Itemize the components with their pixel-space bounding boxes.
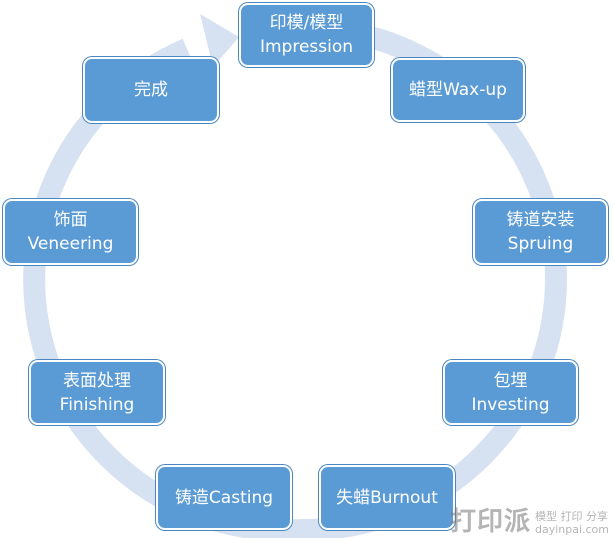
step-spruing: 铸道安装 Spruing <box>473 199 608 265</box>
step-finishing-en: Finishing <box>59 394 135 415</box>
step-burnout: 失蜡Burnout <box>319 465 455 530</box>
step-investing-en: Investing <box>471 394 550 415</box>
watermark-logo: 打印派 <box>449 507 531 537</box>
step-impression: 印模/模型 Impression <box>239 3 374 67</box>
step-casting: 铸造Casting <box>156 465 292 530</box>
step-impression-cn: 印模/模型 <box>269 13 344 33</box>
step-spruing-en: Spruing <box>507 234 574 254</box>
watermark-url: dayinpai.com <box>534 523 609 536</box>
watermark-text: 模型 打印 分享 dayinpai.com <box>535 510 609 536</box>
step-complete-label: 完成 <box>134 80 168 100</box>
step-impression-en: Impression <box>259 37 354 57</box>
step-investing: 包埋 Investing <box>443 360 578 425</box>
step-wax-up: 蜡型Wax-up <box>391 58 525 122</box>
step-casting-label: 铸造Casting <box>174 487 274 508</box>
step-burnout-label: 失蜡Burnout <box>336 487 438 508</box>
step-complete: 完成 <box>83 57 219 123</box>
step-investing-cn: 包埋 <box>493 370 528 391</box>
step-veneering: 饰面 Veneering <box>3 199 138 265</box>
cycle-arrowhead <box>200 14 239 67</box>
step-veneering-en: Veneering <box>27 234 114 254</box>
watermark: 打印派 模型 打印 分享 dayinpai.com <box>450 508 609 536</box>
step-spruing-cn: 铸道安装 <box>506 210 575 230</box>
step-veneering-cn: 饰面 <box>53 210 88 230</box>
step-wax-up-label: 蜡型Wax-up <box>409 80 507 100</box>
step-finishing-cn: 表面处理 <box>63 370 131 391</box>
watermark-tagline: 模型 打印 分享 <box>534 510 608 523</box>
step-finishing: 表面处理 Finishing <box>29 360 165 425</box>
